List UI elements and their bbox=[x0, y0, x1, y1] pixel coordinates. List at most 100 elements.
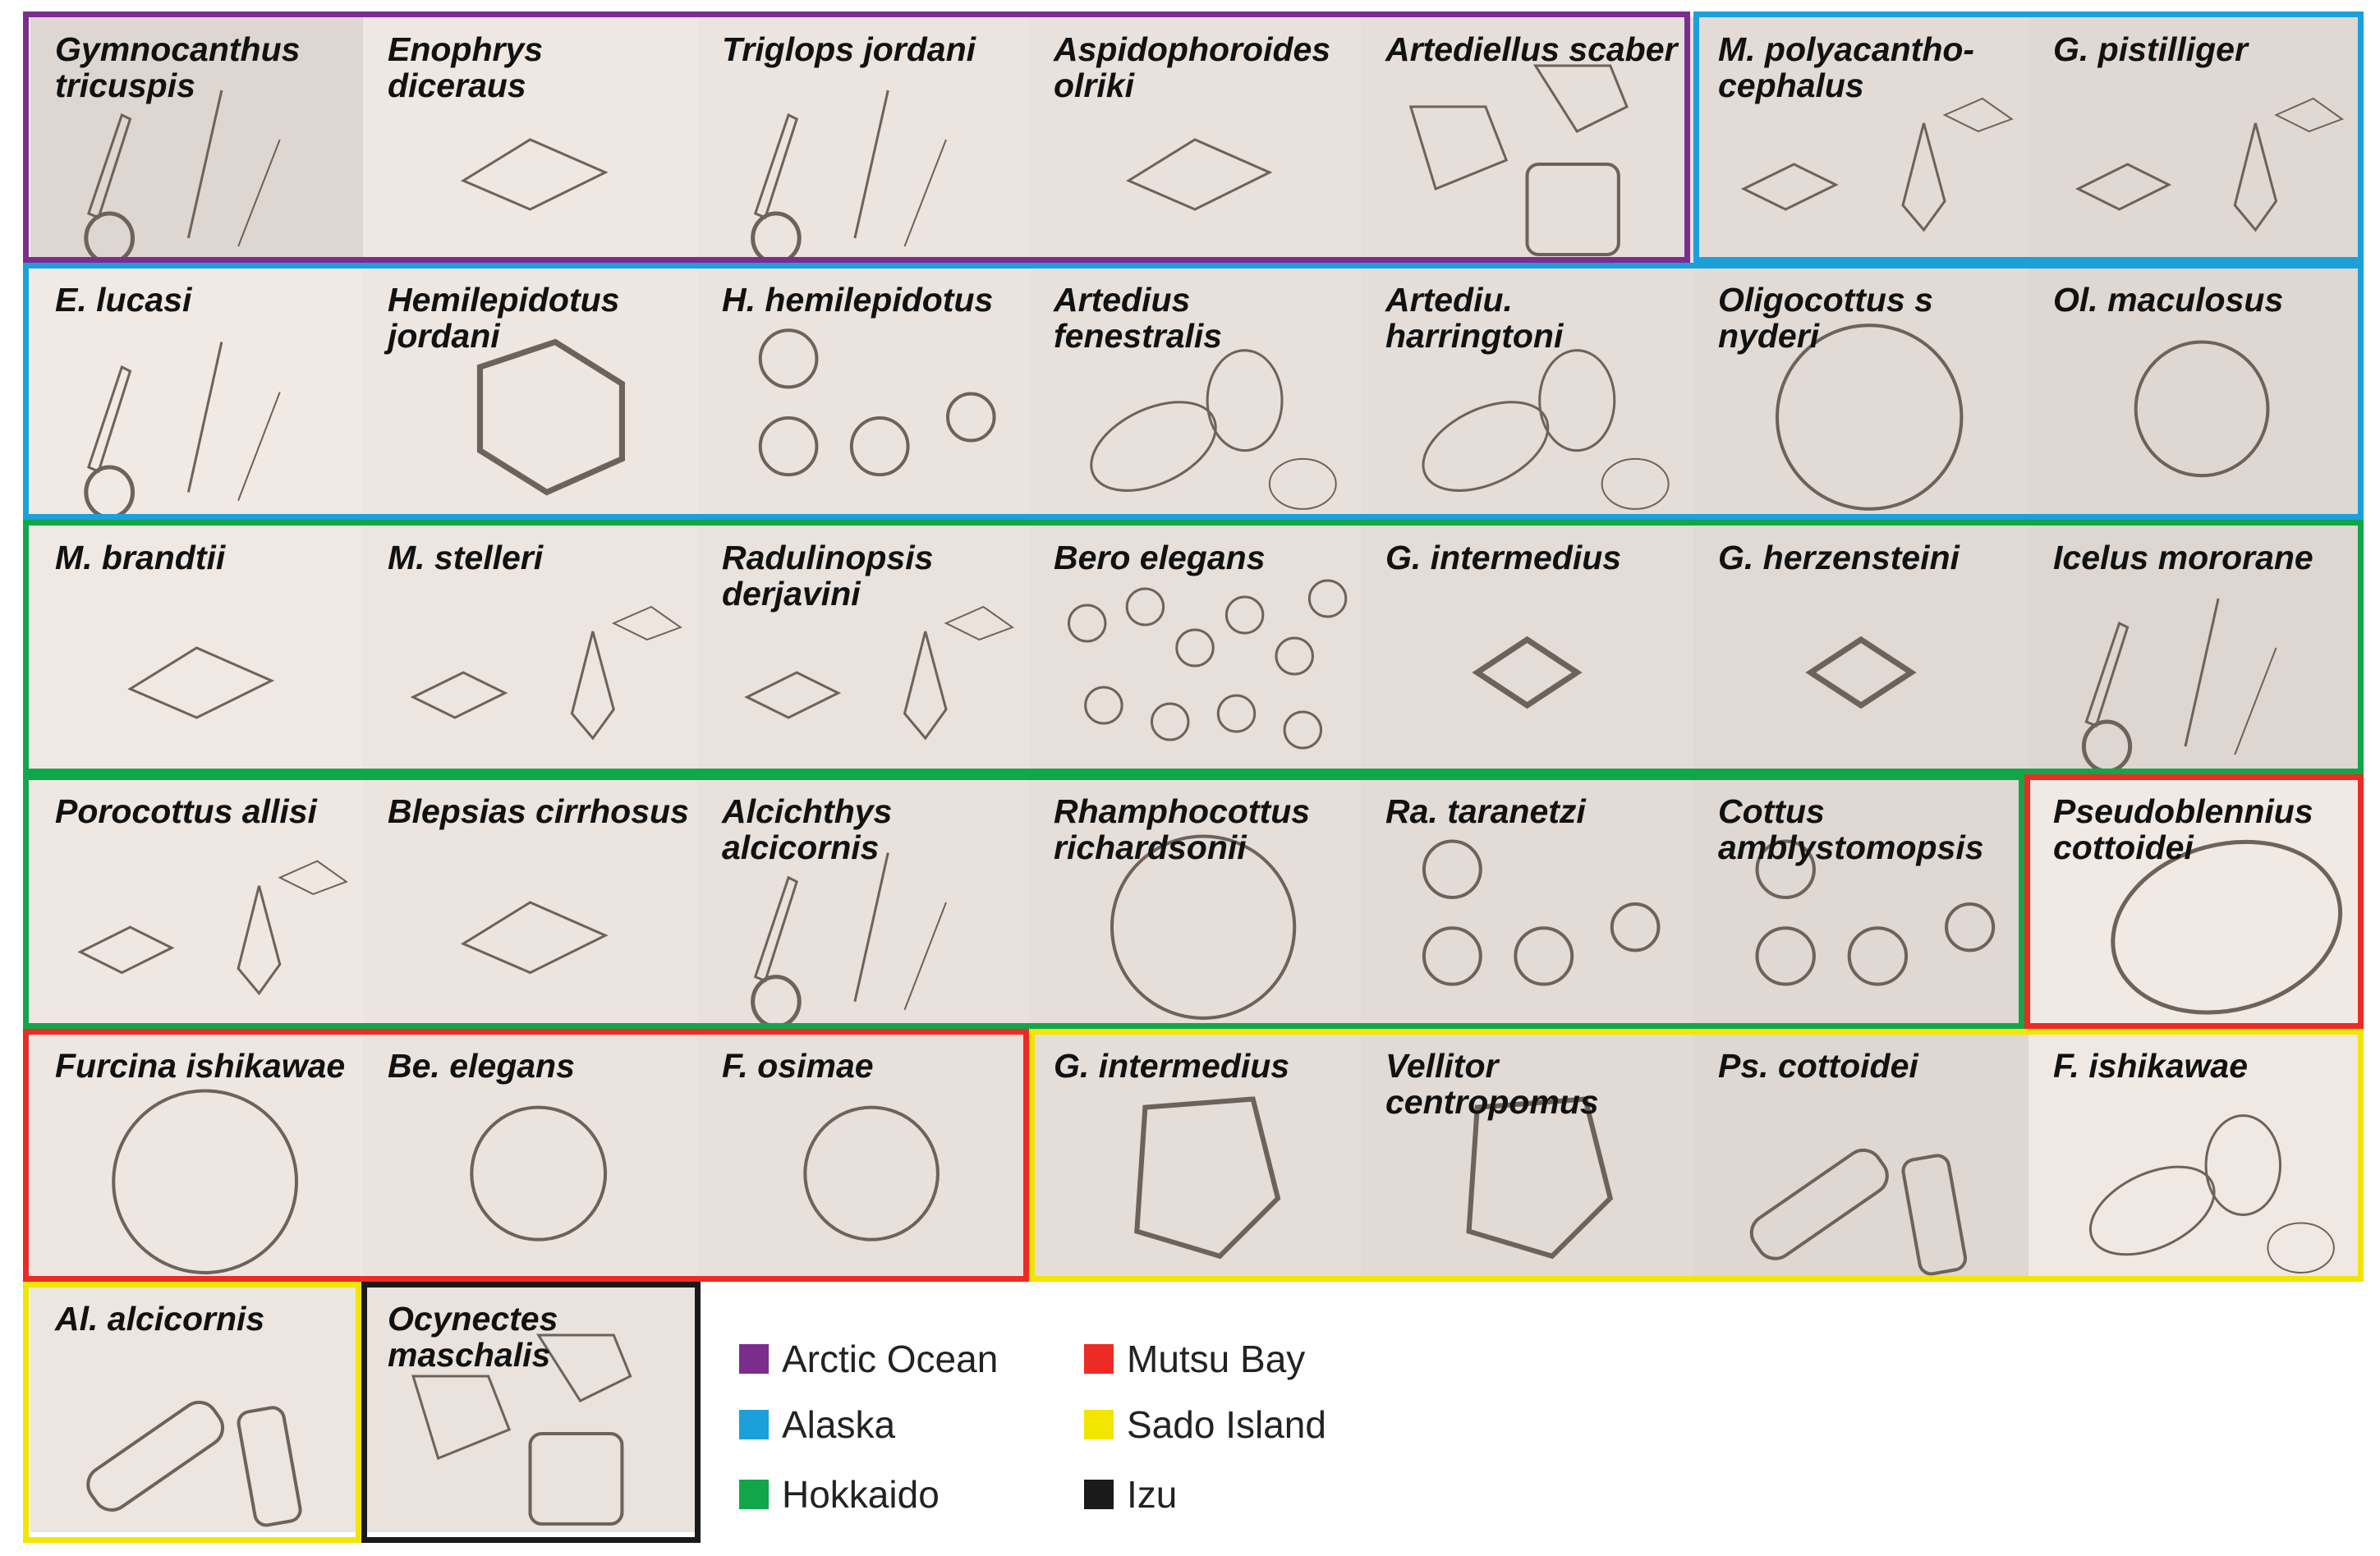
species-label: Furcina ishikawae bbox=[55, 1047, 346, 1085]
micrograph-circles-icon bbox=[1422, 839, 1661, 986]
micrograph-needles-icon bbox=[751, 852, 947, 1026]
species-label: Bero elegans bbox=[1054, 539, 1266, 576]
micrograph-panel: Ps. cottoidei bbox=[1693, 1033, 2029, 1281]
legend-label: Hokkaido bbox=[782, 1473, 940, 1516]
species-label: Porocottus allisi bbox=[55, 792, 317, 830]
micrograph-panel: G. herzensteini bbox=[1693, 525, 2029, 771]
micrograph-spindles-icon bbox=[744, 605, 1014, 741]
species-label: G. intermedius bbox=[1054, 1047, 1290, 1085]
micrograph-panel: Artediu. harringtoni bbox=[1361, 267, 1693, 517]
species-label: Oligocottus s nyderi bbox=[1718, 281, 1933, 355]
species-label: Blepsias cirrhosus bbox=[388, 792, 689, 830]
micrograph-panel: Be. elegans bbox=[363, 1033, 697, 1281]
legend-label: Izu bbox=[1127, 1473, 1178, 1516]
legend-label: Sado Island bbox=[1127, 1403, 1326, 1446]
legend-item-sado-island: Sado Island bbox=[1084, 1403, 1326, 1446]
micrograph-panel: Pseudoblennius cottoidei bbox=[2029, 778, 2359, 1026]
micrograph-spindle-icon bbox=[460, 138, 609, 211]
legend-swatch-sado-island bbox=[1084, 1410, 1114, 1439]
species-label: E. lucasi bbox=[55, 281, 192, 319]
species-label: Icelus mororane bbox=[2053, 539, 2313, 576]
species-label: Cottus amblystomopsis bbox=[1718, 792, 1984, 866]
micrograph-panel: Furcina ishikawae bbox=[30, 1033, 363, 1281]
legend-swatch-hokkaido bbox=[739, 1480, 769, 1509]
legend-swatch-alaska bbox=[739, 1410, 769, 1439]
micrograph-polygon-icon bbox=[1466, 1096, 1614, 1260]
legend-swatch-mutsu-bay bbox=[1084, 1344, 1114, 1374]
region-legend: Arctic Ocean Alaska Hokkaido Mutsu Bay S… bbox=[739, 1330, 1478, 1535]
species-label: M. brandtii bbox=[55, 539, 226, 576]
micrograph-rhombus-icon bbox=[1472, 636, 1583, 709]
micrograph-needles-icon bbox=[2081, 598, 2277, 771]
micrograph-bigcircle-icon bbox=[112, 1089, 299, 1274]
micrograph-polygon-icon bbox=[1134, 1096, 1281, 1260]
micrograph-panel: Cottus amblystomopsis bbox=[1693, 778, 2029, 1026]
legend-item-hokkaido: Hokkaido bbox=[739, 1473, 940, 1516]
micrograph-panel: Hemilepidotus jordani bbox=[363, 267, 697, 517]
micrograph-panel: Aspidophoroides olriki bbox=[1029, 16, 1361, 263]
legend-item-izu: Izu bbox=[1084, 1473, 1178, 1516]
micrograph-panel: F. osimae bbox=[697, 1033, 1029, 1281]
species-label: Hemilepidotus jordani bbox=[388, 281, 620, 355]
legend-label: Arctic Ocean bbox=[782, 1338, 999, 1380]
micrograph-circle-icon bbox=[2134, 340, 2270, 478]
micrograph-spindle-icon bbox=[1125, 138, 1273, 211]
micrograph-smallcircles-icon bbox=[1067, 579, 1348, 750]
micrograph-rods-icon bbox=[1749, 1148, 1968, 1276]
legend-label: Mutsu Bay bbox=[1127, 1338, 1306, 1380]
micrograph-spindle-icon bbox=[460, 901, 609, 975]
micrograph-polygons-icon bbox=[411, 1333, 632, 1526]
micrograph-circle-icon bbox=[470, 1105, 608, 1242]
micrograph-panel: Artediellus scaber bbox=[1361, 16, 1693, 263]
legend-label: Alaska bbox=[782, 1403, 896, 1446]
micrograph-rods-icon bbox=[86, 1400, 302, 1527]
legend-swatch-arctic-ocean bbox=[739, 1344, 769, 1374]
micrograph-spindles-icon bbox=[77, 860, 348, 996]
micrograph-bigcircle-icon bbox=[1775, 324, 1964, 511]
species-label: F. osimae bbox=[722, 1047, 874, 1085]
micrograph-panel: Ocynectes maschalis bbox=[363, 1286, 697, 1532]
micrograph-needles-icon bbox=[84, 90, 281, 263]
species-label: F. ishikawae bbox=[2053, 1047, 2249, 1085]
micrograph-panel: Al. alcicornis bbox=[30, 1286, 363, 1532]
micrograph-panel: M. stelleri bbox=[363, 525, 697, 771]
species-label: M. polyacantho- cephalus bbox=[1718, 30, 1975, 104]
species-label: G. herzensteini bbox=[1718, 539, 1960, 576]
species-label: Vellitor centropomus bbox=[1385, 1047, 1599, 1121]
species-label: G. intermedius bbox=[1385, 539, 1622, 576]
micrograph-ovals-icon bbox=[1422, 349, 1670, 510]
micrograph-panel: Blepsias cirrhosus bbox=[363, 778, 697, 1026]
micrograph-panel: Rhamphocottus richardsonii bbox=[1029, 778, 1361, 1026]
species-label: H. hemilepidotus bbox=[722, 281, 994, 319]
micrograph-panel: F. ishikawae bbox=[2029, 1033, 2359, 1281]
micrograph-spindle-icon bbox=[127, 646, 275, 719]
species-label: Ocynectes maschalis bbox=[388, 1300, 558, 1374]
micrograph-panel: Ol. maculosus bbox=[2029, 267, 2359, 517]
legend-item-arctic-ocean: Arctic Ocean bbox=[739, 1338, 999, 1380]
species-label: G. pistilliger bbox=[2053, 30, 2248, 68]
species-label: Pseudoblennius cottoidei bbox=[2053, 792, 2313, 866]
legend-item-alaska: Alaska bbox=[739, 1403, 896, 1446]
micrograph-panel: Porocottus allisi bbox=[30, 778, 363, 1026]
micrograph-hexagon-icon bbox=[476, 338, 625, 496]
species-label: Ol. maculosus bbox=[2053, 281, 2284, 319]
micrograph-panel: G. pistilliger bbox=[2029, 16, 2359, 263]
micrograph-panel: G. intermedius bbox=[1029, 1033, 1361, 1281]
species-label: Gymnocanthus tricuspis bbox=[55, 30, 301, 104]
micrograph-circles-icon bbox=[1755, 839, 1996, 986]
species-label: Artedius fenestralis bbox=[1054, 281, 1223, 355]
micrograph-needles-icon bbox=[751, 90, 947, 263]
species-label: Enophrys diceraus bbox=[388, 30, 544, 104]
micrograph-panel: Bero elegans bbox=[1029, 525, 1361, 771]
species-label: Al. alcicornis bbox=[55, 1300, 265, 1338]
micrograph-panel: Artedius fenestralis bbox=[1029, 267, 1361, 517]
micrograph-panel: M. brandtii bbox=[30, 525, 363, 771]
species-label: Artediu. harringtoni bbox=[1385, 281, 1564, 355]
species-label: Radulinopsis derjavini bbox=[722, 539, 934, 613]
micrograph-needles-icon bbox=[84, 342, 281, 517]
micrograph-spindles-icon bbox=[410, 605, 682, 741]
species-label: M. stelleri bbox=[388, 539, 544, 576]
micrograph-circle-icon bbox=[803, 1105, 940, 1242]
micrograph-ovals-icon bbox=[1090, 349, 1337, 510]
